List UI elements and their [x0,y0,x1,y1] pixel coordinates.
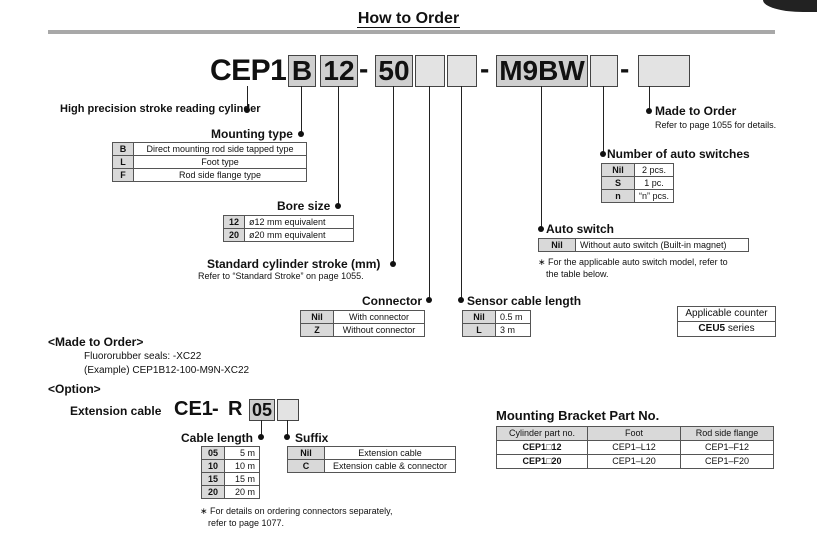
code-prefix: CEP1 [210,54,287,87]
code-dash-3: - [620,53,630,84]
code-bore-box: 12 [320,55,358,87]
bracket-heading: Mounting Bracket Part No. [496,408,660,423]
mto-block-line2: (Example) CEP1B12-100-M9N-XC22 [84,365,250,376]
table-row: CEP1□12 CEP1–L12 CEP1–F12 [496,440,774,455]
code-sensor-box [447,55,477,87]
ext-code-suffix-box [277,399,299,421]
mto-note: Refer to page 1055 for details. [655,120,777,130]
cylinder-label: High precision stroke reading cylinder [60,103,261,115]
stroke-label: Standard cylinder stroke (mm) [207,257,381,271]
sensor-cable-label: Sensor cable length [467,294,582,308]
option-note-1: ∗ For details on ordering connectors sep… [200,506,393,516]
dot-sensor [458,297,464,303]
code-dash-1: - [359,53,369,84]
suffix-label: Suffix [295,431,329,445]
counter-bottom: CEU5 series [678,321,775,336]
leader-switch [541,86,542,229]
ext-code-prefix: CE1 [174,398,213,420]
leader-num-switch [603,86,604,154]
leader-mounting [301,86,302,134]
dot-connector [426,297,432,303]
page-title: How to Order [356,10,461,28]
dot-bore [335,203,341,209]
auto-switch-note-2: the table below. [546,269,609,279]
leader-stroke [393,86,394,264]
corner-decoration [763,0,817,12]
ext-code-dash: - [212,398,219,420]
dot-suffix [284,434,290,440]
ext-code-len-box: 05 [249,399,275,421]
code-connector-box [415,55,445,87]
code-mto-box [638,55,690,87]
code-dash-2: - [480,53,490,84]
option-heading: <Option> [48,382,101,396]
option-note-2: refer to page 1077. [208,518,285,528]
table-row: n“n” pcs. [601,189,675,203]
leader-sensor [461,86,462,300]
code-mounting-box: B [288,55,316,87]
mto-block-line1: Fluororubber seals: -XC22 [84,351,202,362]
ext-code-r: R [228,398,243,420]
table-row: CEP1□20 CEP1–L20 CEP1–F20 [496,454,774,469]
stroke-note: Refer to “Standard Stroke” on page 1055. [198,271,364,281]
auto-switch-label: Auto switch [546,222,614,236]
applicable-counter-box: Applicable counter CEU5 series [677,306,776,337]
leader-mto [649,86,650,111]
mounting-type-label: Mounting type [211,127,293,141]
mto-label: Made to Order [655,104,737,118]
code-switch-box: M9BW [496,55,588,87]
code-num-switch-box [590,55,618,87]
dot-num-switch [600,151,606,157]
auto-switch-note-1: ∗ For the applicable auto switch model, … [538,257,728,267]
ext-cable-label: Extension cable [70,404,162,418]
connector-label: Connector [362,294,422,308]
dot-mounting [298,131,304,137]
bore-size-label: Bore size [277,199,331,213]
dot-stroke [390,261,396,267]
header-rule [48,30,775,34]
bracket-table: Cylinder part no. Foot Rod side flange C… [496,426,774,469]
counter-top: Applicable counter [685,308,768,319]
dot-switch [538,226,544,232]
table-header-row: Cylinder part no. Foot Rod side flange [496,426,774,441]
leader-suffix [287,420,288,438]
dot-mto [646,108,652,114]
mto-block-heading: <Made to Order> [48,335,144,349]
leader-cable-length [261,420,262,438]
num-switches-label: Number of auto switches [607,147,750,161]
dot-cable-length [258,434,264,440]
leader-cylinder [247,86,248,110]
cable-length-label: Cable length [181,431,254,445]
leader-connector [429,86,430,300]
dot-cylinder [244,107,250,113]
leader-bore [338,86,339,206]
code-stroke-box: 50 [375,55,413,87]
